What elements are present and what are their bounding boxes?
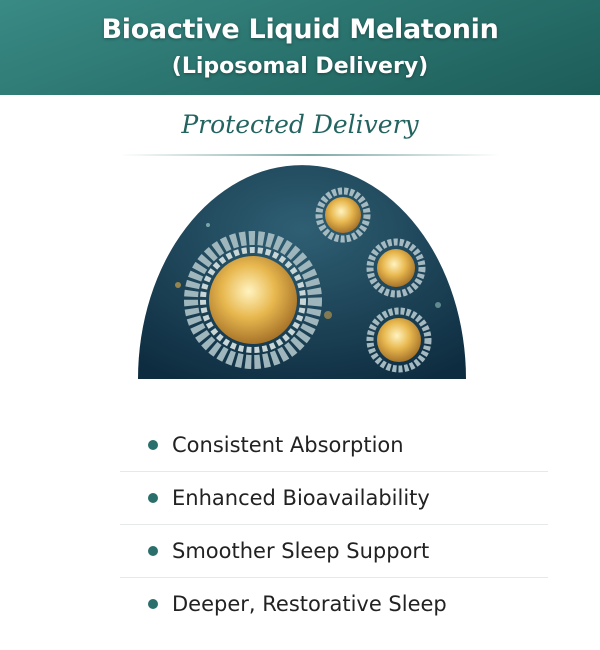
divider (120, 154, 500, 156)
list-item: Smoother Sleep Support (120, 524, 548, 578)
small-liposome (366, 307, 432, 373)
bullet-icon (148, 545, 158, 556)
benefits-list: Consistent Absorption Enhanced Bioavaila… (120, 418, 548, 630)
benefit-text: Enhanced Bioavailability (172, 485, 430, 510)
list-item: Deeper, Restorative Sleep (148, 577, 508, 630)
section-title: Protected Delivery (181, 110, 419, 139)
bullet-icon (148, 439, 158, 450)
small-liposome (315, 187, 371, 243)
bullet-icon (148, 492, 158, 503)
bullet-icon (148, 598, 158, 609)
benefit-text: Consistent Absorption (172, 432, 404, 457)
liposome-illustration (138, 165, 466, 379)
large-liposome (184, 231, 322, 369)
benefit-text: Smoother Sleep Support (172, 538, 430, 563)
small-liposome (366, 238, 426, 298)
divider (120, 524, 548, 525)
list-item: Consistent Absorption (120, 418, 548, 472)
list-item: Enhanced Bioavailability (120, 471, 548, 525)
header-banner: Bioactive Liquid Melatonin (Liposomal De… (0, 0, 600, 95)
divider (120, 471, 548, 472)
main-title: Bioactive Liquid Melatonin (101, 14, 499, 45)
benefit-text: Deeper, Restorative Sleep (172, 591, 447, 616)
main-subtitle: (Liposomal Delivery) (171, 54, 429, 79)
divider (120, 577, 548, 578)
